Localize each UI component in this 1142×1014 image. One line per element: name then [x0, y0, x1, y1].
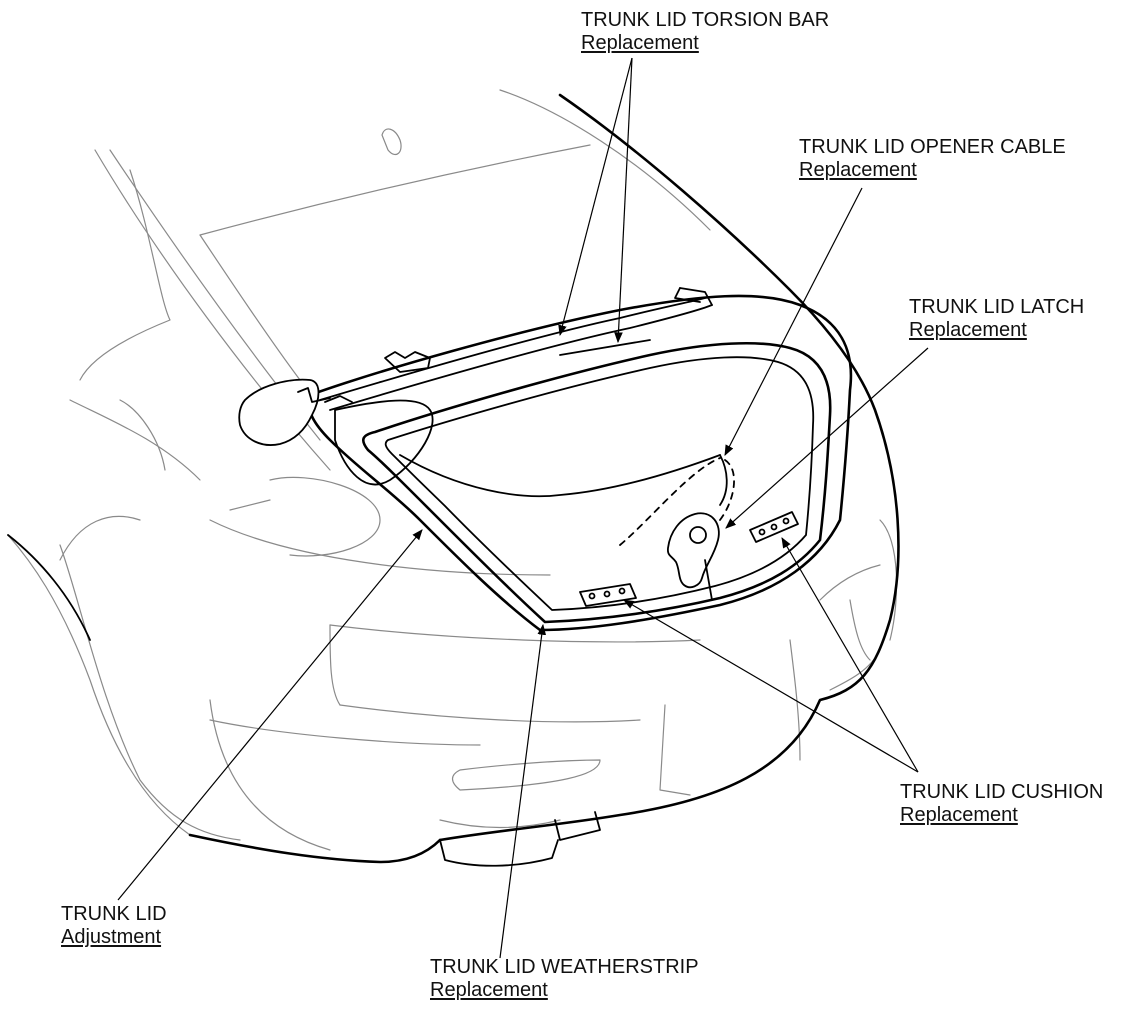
leader-lines: [117, 57, 929, 959]
weatherstrip-replacement-link[interactable]: Replacement: [430, 979, 548, 1001]
callout-title: TRUNK LID LATCH: [909, 296, 1085, 318]
opener-cable: [619, 457, 735, 546]
leader-cushion-a: [623, 599, 919, 773]
callout-title: TRUNK LID OPENER CABLE: [799, 136, 1066, 158]
trunk-cushions: [579, 511, 799, 607]
trunk-lid: [307, 294, 853, 632]
leader-weatherstrip: [499, 623, 547, 959]
callout-adjustment[interactable]: TRUNK LID Adjustment: [61, 903, 167, 949]
callout-opener-cable[interactable]: TRUNK LID OPENER CABLE Replacement: [799, 136, 1066, 182]
torsion-bar-replacement-link[interactable]: Replacement: [581, 32, 699, 54]
leader-torsion-bar-a: [558, 57, 633, 337]
latch-replacement-link[interactable]: Replacement: [909, 319, 1027, 341]
leader-torsion-bar-b: [614, 57, 633, 344]
callout-title: TRUNK LID WEATHERSTRIP: [430, 956, 699, 978]
trunk-latch: [666, 512, 720, 601]
car-silhouette: [7, 93, 900, 867]
leader-latch: [725, 347, 929, 529]
adjustment-link[interactable]: Adjustment: [61, 926, 162, 948]
callout-weatherstrip[interactable]: TRUNK LID WEATHERSTRIP Replacement: [430, 956, 699, 1002]
callout-title: TRUNK LID: [61, 903, 167, 925]
callout-latch[interactable]: TRUNK LID LATCH Replacement: [909, 296, 1084, 342]
trunk-hinge: [238, 378, 353, 446]
callout-torsion-bar[interactable]: TRUNK LID TORSION BAR Replacement: [581, 9, 829, 55]
callout-cushion[interactable]: TRUNK LID CUSHION Replacement: [900, 781, 1103, 827]
leader-adjustment: [117, 529, 423, 901]
leader-cushion-b: [781, 537, 919, 773]
callout-title: TRUNK LID TORSION BAR: [581, 9, 830, 31]
torsion-bars: [319, 287, 713, 411]
callout-title: TRUNK LID CUSHION: [900, 781, 1104, 803]
leader-opener-cable: [724, 187, 863, 456]
car-body-outline: [7, 89, 898, 851]
opener-cable-replacement-link[interactable]: Replacement: [799, 159, 917, 181]
cushion-replacement-link[interactable]: Replacement: [900, 804, 1018, 826]
